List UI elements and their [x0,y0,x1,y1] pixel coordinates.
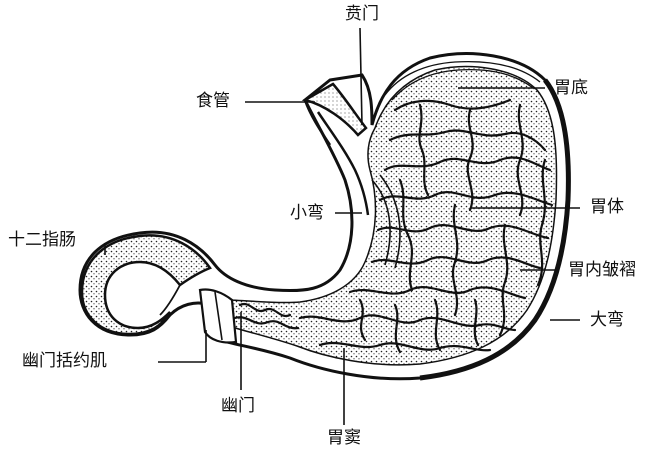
label-body: 胃体 [590,199,624,216]
label-fundus: 胃底 [554,80,588,97]
label-lesser-curvature: 小弯 [290,205,324,222]
label-pylorus: 幽门 [221,398,255,415]
label-pyloric-sphincter: 幽门括约肌 [22,353,107,370]
label-esophagus: 食管 [196,93,230,110]
label-gastric-folds: 胃内皱褶 [568,262,636,279]
label-greater-curvature: 大弯 [590,312,624,329]
label-cardia: 贲门 [345,6,379,23]
label-antrum: 胃窦 [327,430,361,447]
label-duodenum: 十二指肠 [8,232,76,249]
